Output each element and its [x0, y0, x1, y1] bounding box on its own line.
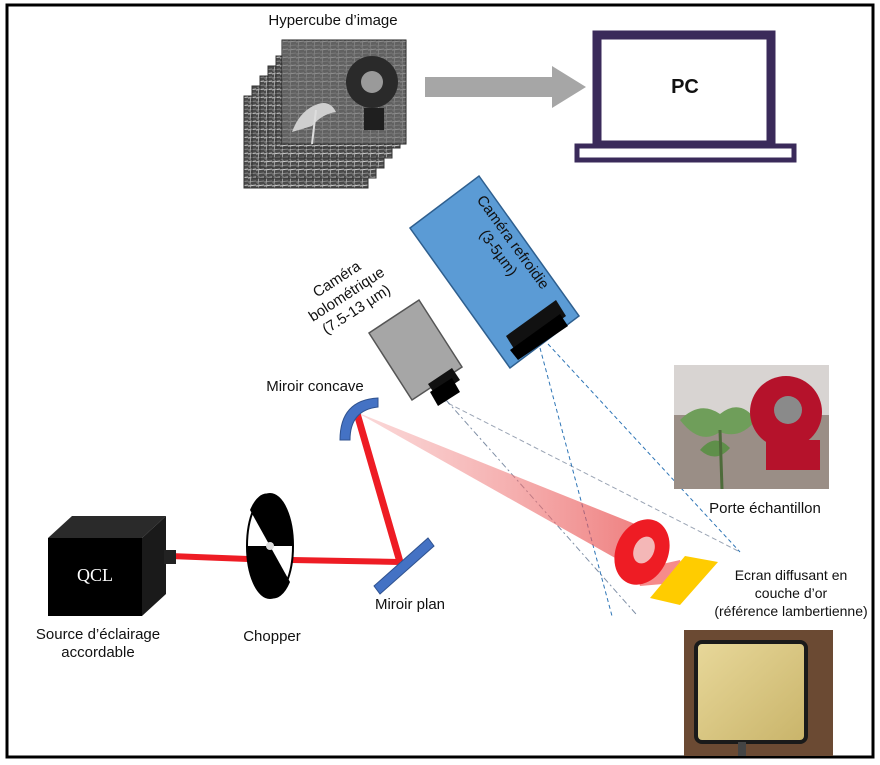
- arrow-right-icon: [425, 66, 586, 108]
- laptop-icon: [574, 30, 797, 163]
- laser-beam: [169, 409, 686, 586]
- chopper-wheel-icon: [246, 493, 294, 599]
- screen-label-line3: (référence lambertienne): [714, 603, 868, 619]
- source-label: Source d’éclairage accordable: [8, 626, 188, 662]
- hyperspectral-stack-icon: [243, 39, 407, 189]
- qcl-box-icon: [48, 516, 176, 616]
- gold-screen-photo: [684, 630, 833, 756]
- screen-label-line1: Ecran diffusant en: [734, 567, 848, 583]
- sample-ring: [614, 519, 670, 585]
- plane-mirror-label: Miroir plan: [374, 596, 446, 613]
- source-label-line2: accordable: [61, 644, 135, 661]
- concave-mirror-label: Miroir concave: [266, 378, 364, 395]
- cooled-camera: [408, 174, 581, 370]
- gold-screen: [650, 556, 718, 605]
- source-label-line1: Source d’éclairage: [35, 626, 161, 643]
- screen-label-line2: couche d’or: [754, 585, 828, 601]
- qcl-label: QCL: [77, 565, 113, 585]
- screen-label: Ecran diffusant en couche d’or (référenc…: [710, 566, 872, 620]
- sample-holder-label: Porte échantillon: [709, 500, 821, 517]
- sample-photo: [674, 365, 829, 490]
- concave-mirror: [339, 397, 379, 441]
- diagram-frame: [5, 3, 875, 759]
- pc-label: PC: [671, 76, 699, 98]
- hypercube-label: Hypercube d’image: [268, 12, 398, 29]
- bolometric-camera: [367, 298, 464, 406]
- chopper-label: Chopper: [243, 628, 301, 645]
- plane-mirror: [373, 537, 435, 595]
